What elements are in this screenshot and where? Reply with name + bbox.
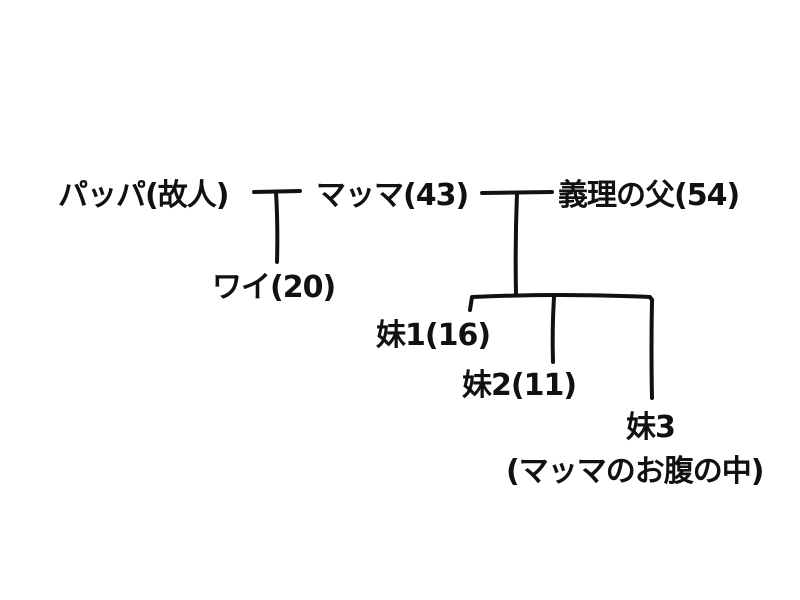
- mama-stepfather-child-drop: [513, 191, 519, 296]
- sister1-label: 妹1(16): [376, 318, 491, 353]
- papa-label: パッパ(故人): [58, 178, 229, 213]
- me-label: ワイ(20): [212, 270, 336, 305]
- mama-label: マッマ(43): [316, 178, 469, 213]
- sister3-drop: [649, 298, 654, 400]
- sister2-drop: [550, 295, 556, 364]
- papa-mama-child-drop: [274, 190, 280, 264]
- sister3-name-label: 妹3: [626, 410, 676, 445]
- sister3-note-label: (マッマのお腹の中): [506, 454, 764, 489]
- sister2-label: 妹2(11): [462, 368, 577, 403]
- sibling-bar: [468, 293, 654, 312]
- stepfather-label: 義理の父(54): [558, 178, 740, 213]
